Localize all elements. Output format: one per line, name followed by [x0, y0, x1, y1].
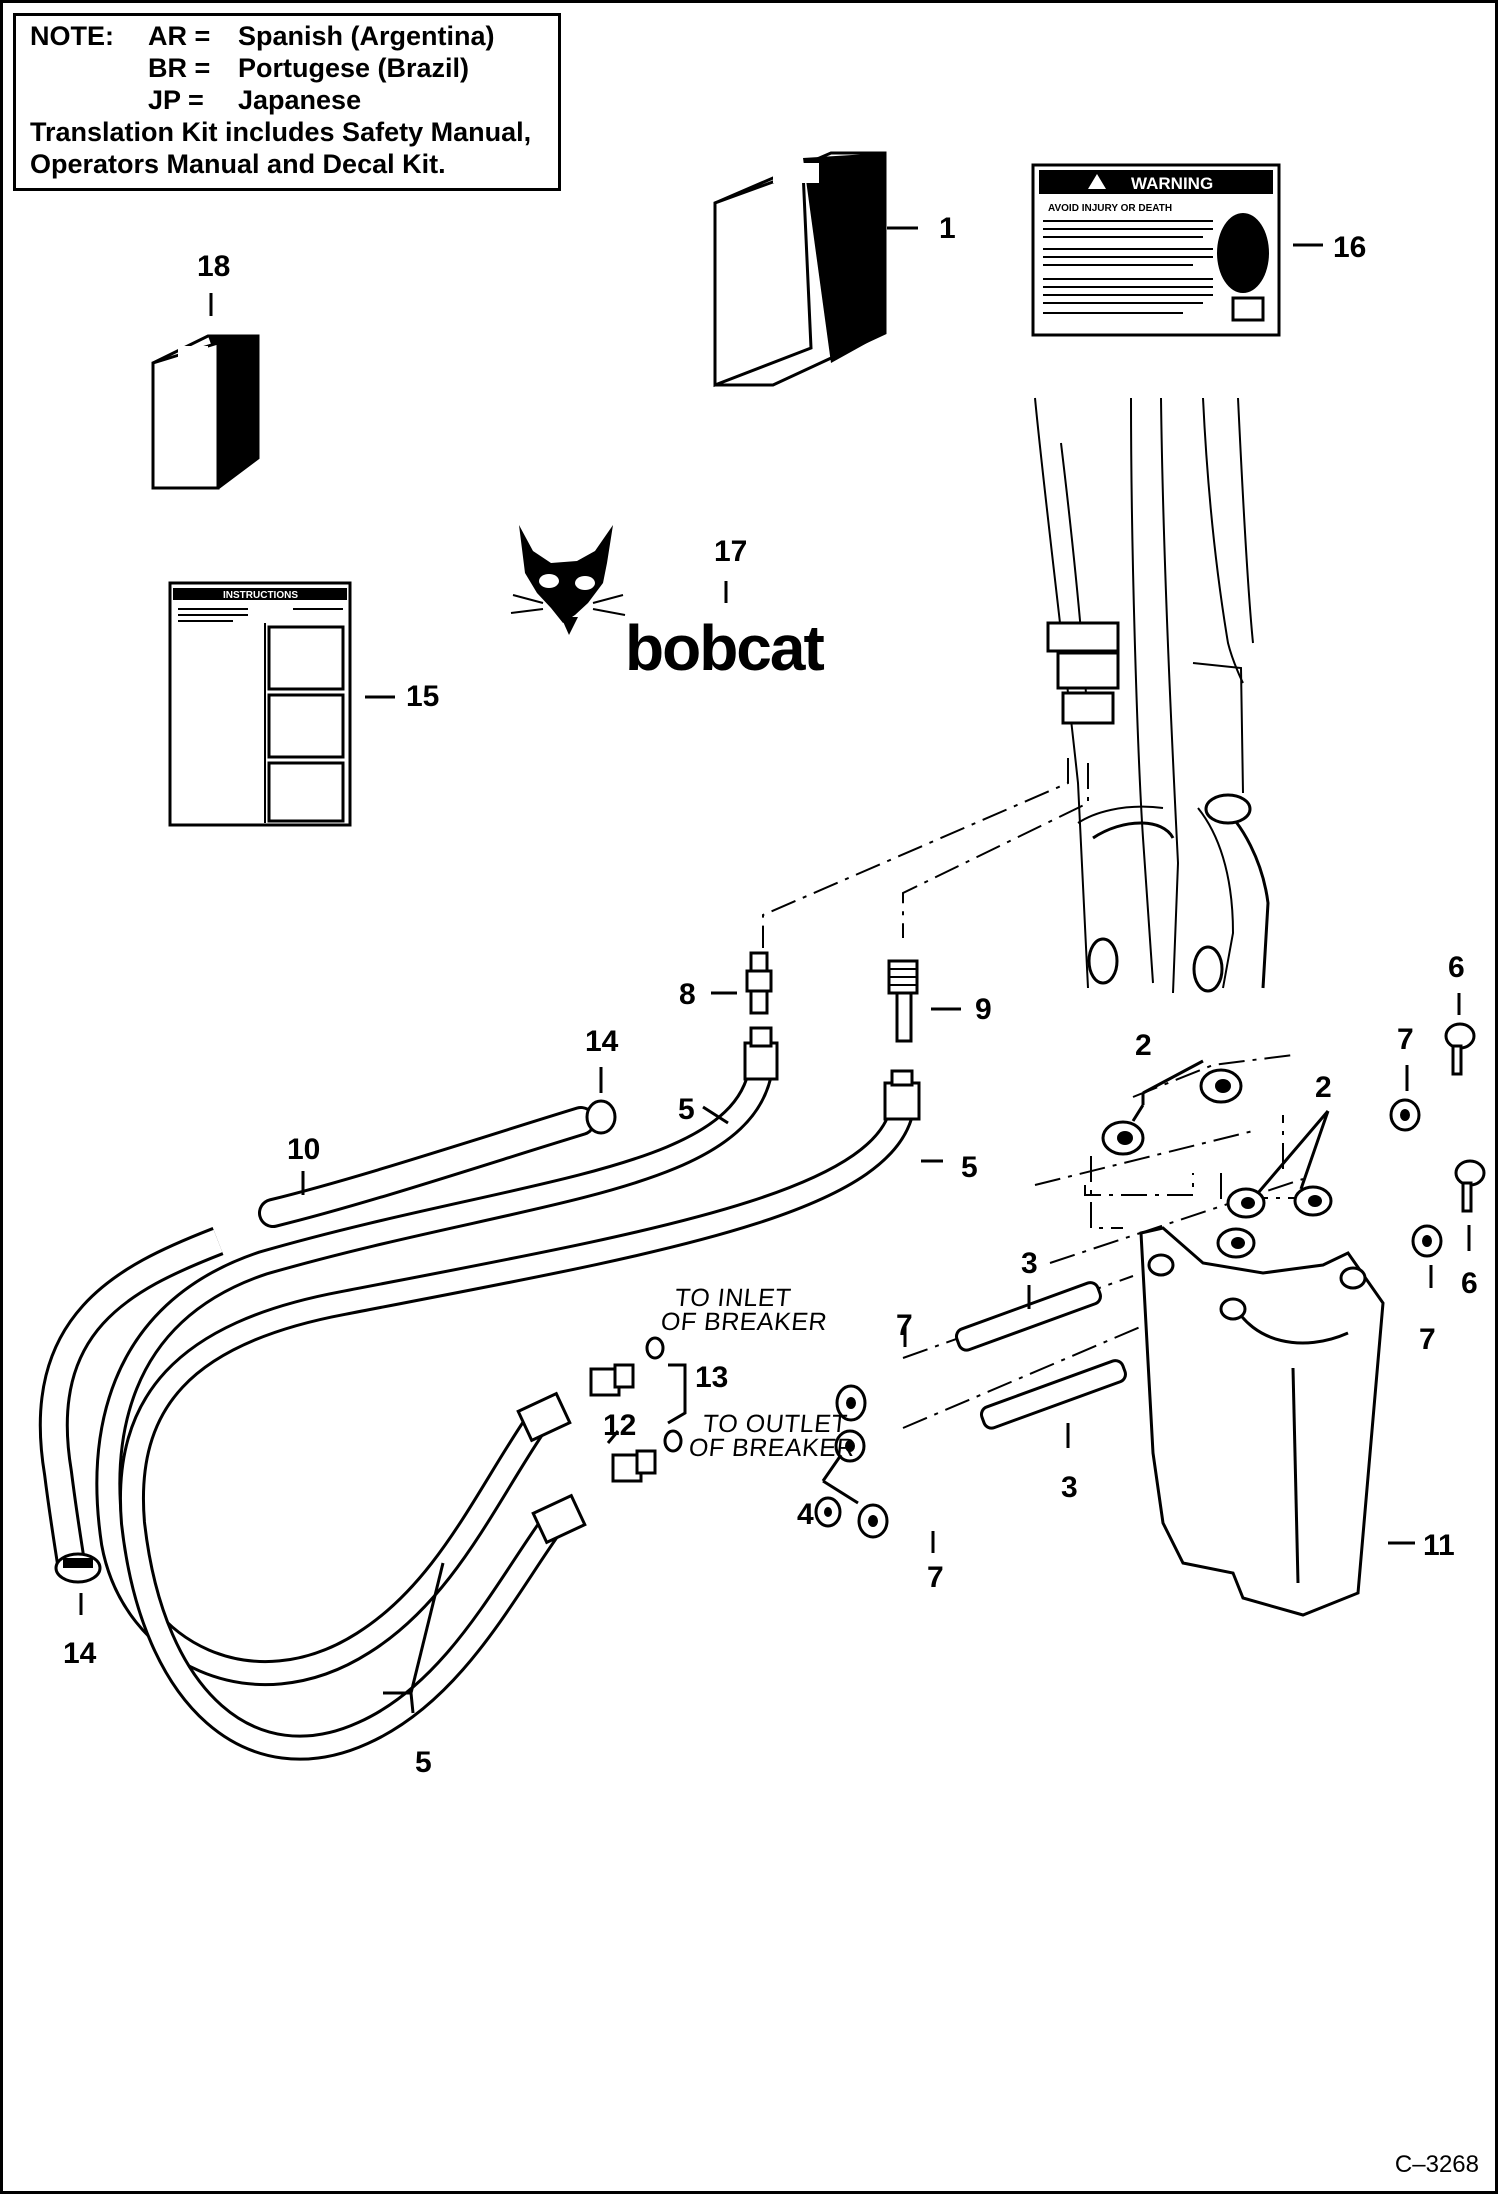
callout-12: 12 [603, 1409, 637, 1442]
callout-7-left: 7 [896, 1309, 913, 1342]
note-language-br: Portugese (Brazil) [238, 53, 470, 83]
warning-decal-title: WARNING [1131, 174, 1213, 193]
excavator-arm [1034, 397, 1270, 994]
washers [814, 1065, 1443, 1553]
callout-18: 18 [197, 250, 231, 283]
note-language-jp: Japanese [238, 85, 362, 115]
fitting-9 [887, 959, 961, 1043]
lynch-pins-6 [1444, 993, 1486, 1251]
note-language-ar: Spanish (Argentina) [238, 21, 495, 51]
callout-10: 10 [287, 1133, 321, 1166]
callout-16: 16 [1333, 231, 1367, 264]
tube-10 [38, 1106, 596, 1566]
bushings-2 [1101, 1059, 1333, 1259]
callout-1: 1 [939, 212, 956, 245]
callout-8: 8 [679, 978, 696, 1011]
callout-4: 4 [797, 1498, 814, 1531]
callout-5-bottom: 5 [415, 1746, 432, 1779]
callout-13: 13 [695, 1361, 729, 1394]
note-row-br: BR = Portugese (Brazil) [30, 52, 548, 84]
note-code-br: BR = [148, 53, 211, 83]
exploded-view-drawing: WARNING AVOID INJURY OR DEATH INSTRUCTIO… [38, 151, 1486, 1761]
note-kit-line-2: Operators Manual and Decal Kit. [30, 149, 446, 179]
callout-14-top: 14 [585, 1025, 619, 1058]
callout-3-bottom: 3 [1061, 1471, 1078, 1504]
callout-11: 11 [1423, 1529, 1455, 1562]
instruction-sheet-15: INSTRUCTIONS [168, 581, 395, 827]
note-row-ar: NOTE: AR = Spanish (Argentina) [30, 20, 548, 52]
note-row-jp: JP = Japanese [30, 84, 548, 116]
route-inlet-line-2: OF BREAKER [659, 1308, 829, 1336]
callout-3-top: 3 [1021, 1247, 1038, 1280]
instruction-sheet-title: INSTRUCTIONS [223, 590, 298, 601]
note-kit-line-1: Translation Kit includes Safety Manual, [30, 117, 532, 147]
note-code-ar: AR = [148, 21, 211, 51]
callout-15: 15 [406, 680, 440, 713]
warning-decal-subtitle: AVOID INJURY OR DEATH [1048, 203, 1172, 214]
clamp-14-top [585, 1067, 617, 1135]
warning-decal-16: WARNING AVOID INJURY OR DEATH [1031, 163, 1323, 337]
manual-box-1 [713, 151, 918, 388]
callout-2-right: 2 [1315, 1071, 1332, 1104]
callout-7-top-right: 7 [1397, 1023, 1414, 1056]
fitting-8 [711, 951, 773, 1015]
clamp-14-bottom [54, 1552, 102, 1615]
callout-5-upper: 5 [678, 1093, 695, 1126]
callout-2-left: 2 [1135, 1029, 1152, 1062]
callout-6-top: 6 [1448, 951, 1465, 984]
callout-14-bottom: 14 [63, 1637, 97, 1670]
bobcat-wordmark: bobcat [625, 612, 825, 684]
route-outlet-line-2: OF BREAKER [687, 1434, 857, 1462]
callout-5-right: 5 [961, 1151, 978, 1184]
callout-9: 9 [975, 993, 992, 1026]
hose-5-leaders [383, 1105, 943, 1714]
translation-note: NOTE: AR = Spanish (Argentina) BR = Port… [13, 13, 561, 191]
callout-17: 17 [714, 535, 748, 568]
callout-7-right: 7 [1419, 1323, 1436, 1356]
adapter-group-12-13 [516, 1336, 687, 1545]
manual-box-18 [151, 293, 260, 490]
callout-6-bottom: 6 [1461, 1267, 1478, 1300]
bobcat-mascot-17 [510, 525, 728, 635]
hose-5-a [95, 1026, 779, 1687]
figure-id: C–3268 [1394, 2151, 1479, 2178]
callout-7-bottom: 7 [927, 1561, 944, 1594]
note-heading: NOTE: [30, 21, 114, 51]
note-code-jp: JP = [148, 85, 204, 115]
breaker-bracket-11 [1139, 1226, 1415, 1617]
pins-3 [954, 1281, 1127, 1448]
